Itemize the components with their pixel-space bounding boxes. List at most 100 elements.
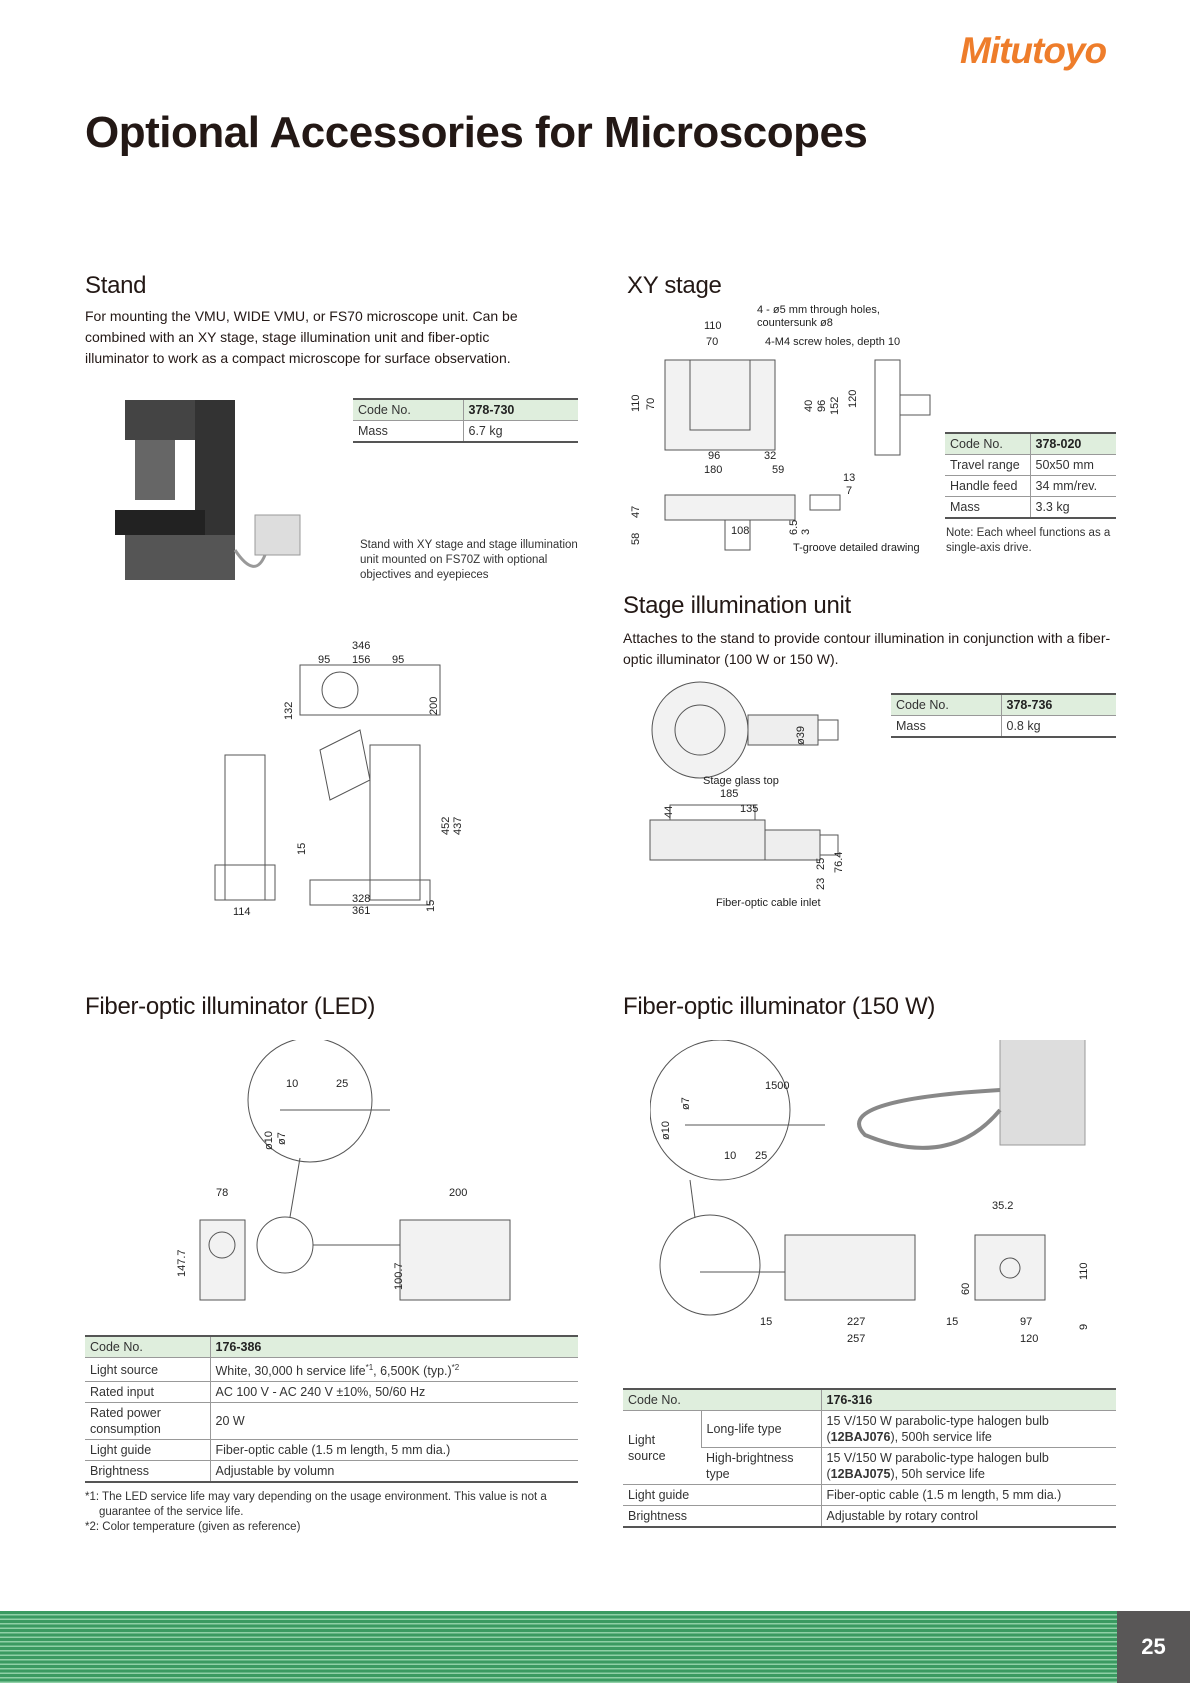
xy-stage-heading: XY stage bbox=[627, 272, 722, 299]
dimension-label: 7 bbox=[846, 485, 853, 497]
spec-label: Travel range bbox=[945, 454, 1030, 476]
spec-value: Adjustable by rotary control bbox=[820, 1505, 1116, 1528]
dimension-label: 10 bbox=[724, 1150, 737, 1162]
dimension-label: 147.7 bbox=[176, 1249, 188, 1277]
code-number: 378-736 bbox=[1000, 693, 1116, 716]
stand-caption: Stand with XY stage and stage illuminati… bbox=[360, 539, 578, 581]
dimension-label: 108 bbox=[731, 525, 750, 537]
dimension-label: 152 bbox=[829, 396, 841, 415]
spec-value: Fiber-optic cable (1.5 m length, 5 mm di… bbox=[820, 1484, 1116, 1506]
dimension-label: 110 bbox=[704, 320, 722, 332]
spec-value: 15 V/150 W parabolic-type halogen bulb (… bbox=[820, 1410, 1116, 1448]
dimension-label: Stage glass top bbox=[703, 775, 779, 787]
dimension-label: 3 bbox=[800, 528, 812, 535]
dimension-label: ø7 bbox=[276, 1132, 288, 1145]
spec-label: Handle feed bbox=[945, 475, 1030, 497]
dimension-label: 13 bbox=[843, 472, 856, 484]
code-number: 176-316 bbox=[820, 1388, 1116, 1411]
dimension-label: 185 bbox=[720, 788, 739, 800]
stand-description: For mounting the VMU, WIDE VMU, or FS70 … bbox=[85, 308, 518, 366]
dimension-label: 58 bbox=[630, 532, 642, 545]
spec-label: Light source bbox=[85, 1357, 210, 1383]
spec-value: White, 30,000 h service life*1, 6,500K (… bbox=[209, 1357, 578, 1383]
dimension-label: 156 bbox=[352, 654, 371, 666]
footnote: *2: Color temperature (given as referenc… bbox=[85, 1521, 301, 1533]
dimension-label: T-groove detailed drawing bbox=[793, 542, 920, 554]
code-number: 378-020 bbox=[1029, 432, 1116, 455]
led-illuminator-drawing bbox=[199, 1040, 511, 1301]
dimension-label: countersunk ø8 bbox=[757, 317, 833, 329]
dimension-label: 9 bbox=[1078, 1323, 1090, 1330]
dimension-label: 6.5 bbox=[788, 519, 800, 535]
spec-label: Code No. bbox=[623, 1388, 821, 1411]
spec-value: Fiber-optic cable (1.5 m length, 5 mm di… bbox=[209, 1439, 578, 1462]
stage-illumination-drawing bbox=[649, 681, 839, 861]
spec-label: Brightness bbox=[85, 1460, 210, 1484]
spec-label: Mass bbox=[891, 715, 1001, 738]
dimension-label: 15 bbox=[425, 899, 437, 912]
dimension-label: 95 bbox=[318, 654, 331, 666]
spec-value: 50x50 mm bbox=[1029, 454, 1116, 476]
stand-photo bbox=[115, 400, 301, 580]
dimension-label: 132 bbox=[283, 701, 295, 720]
dimension-label: ø10 bbox=[660, 1121, 672, 1140]
dimension-label: 4 - ø5 mm through holes, bbox=[757, 304, 880, 316]
dimension-label: 437 bbox=[452, 816, 464, 835]
dimension-label: 60 bbox=[960, 1282, 972, 1295]
spec-label: Code No. bbox=[891, 693, 1001, 716]
halogen-illuminator-heading: Fiber-optic illuminator (150 W) bbox=[623, 993, 936, 1020]
xy-stage-note: Note: Each wheel functions as a single-a… bbox=[946, 527, 1111, 554]
dimension-label: 361 bbox=[352, 905, 371, 917]
dimension-label: ø39 bbox=[795, 726, 807, 745]
dimension-label: 114 bbox=[233, 906, 251, 918]
dimension-label: ø7 bbox=[680, 1097, 692, 1110]
spec-sublabel: High-brightness type bbox=[701, 1447, 821, 1485]
dimension-label: 1500 bbox=[765, 1080, 790, 1092]
dimension-label: 227 bbox=[847, 1316, 866, 1328]
spec-label: Brightness bbox=[623, 1505, 821, 1528]
dimension-label: 25 bbox=[755, 1150, 768, 1162]
spec-label: Code No. bbox=[353, 398, 463, 421]
dimension-label: 328 bbox=[352, 893, 371, 905]
dimension-label: 25 bbox=[815, 857, 827, 870]
dimension-label: 25 bbox=[336, 1078, 349, 1090]
dimension-label: 346 bbox=[352, 640, 371, 652]
spec-value: 20 W bbox=[209, 1402, 578, 1441]
led-illuminator-heading: Fiber-optic illuminator (LED) bbox=[85, 993, 376, 1020]
page-title: Optional Accessories for Microscopes bbox=[85, 108, 868, 157]
stage-illumination-heading: Stage illumination unit bbox=[623, 592, 851, 619]
dimension-label: 15 bbox=[946, 1316, 959, 1328]
dimension-label: 10 bbox=[286, 1078, 299, 1090]
dimension-label: 32 bbox=[764, 450, 777, 462]
footer-stripe bbox=[0, 1611, 1117, 1683]
dimension-label: 47 bbox=[630, 505, 642, 518]
spec-sublabel: Long-life type bbox=[700, 1410, 821, 1448]
code-number: 378-730 bbox=[462, 398, 578, 421]
dimension-label: 4-M4 screw holes, depth 10 bbox=[765, 336, 901, 348]
led-footnotes: *1: The LED service life may vary depend… bbox=[85, 1490, 585, 1535]
dimension-label: 59 bbox=[772, 464, 785, 476]
stand-drawing bbox=[214, 664, 441, 906]
halogen-illuminator-drawing bbox=[650, 1040, 1086, 1316]
spec-label: Mass bbox=[945, 496, 1030, 519]
dimension-label: 200 bbox=[449, 1187, 468, 1199]
dimension-label: 100.7 bbox=[393, 1262, 405, 1290]
spec-label: Code No. bbox=[945, 432, 1030, 455]
dimension-label: 135 bbox=[740, 803, 759, 815]
dimension-label: 96 bbox=[816, 399, 828, 412]
dimension-label: 70 bbox=[706, 336, 719, 348]
dimension-label: 23 bbox=[815, 877, 827, 890]
spec-label: Code No. bbox=[85, 1335, 210, 1358]
spec-label: Light guide bbox=[85, 1439, 210, 1462]
spec-value: AC 100 V - AC 240 V ±10%, 50/60 Hz bbox=[209, 1381, 578, 1404]
dimension-label: 70 bbox=[645, 397, 657, 410]
dimension-label: 15 bbox=[760, 1316, 773, 1328]
dimension-label: 40 bbox=[803, 399, 815, 412]
stand-heading: Stand bbox=[85, 272, 147, 299]
xy-stage-drawing bbox=[664, 359, 931, 551]
dimension-label: 35.2 bbox=[992, 1200, 1014, 1212]
